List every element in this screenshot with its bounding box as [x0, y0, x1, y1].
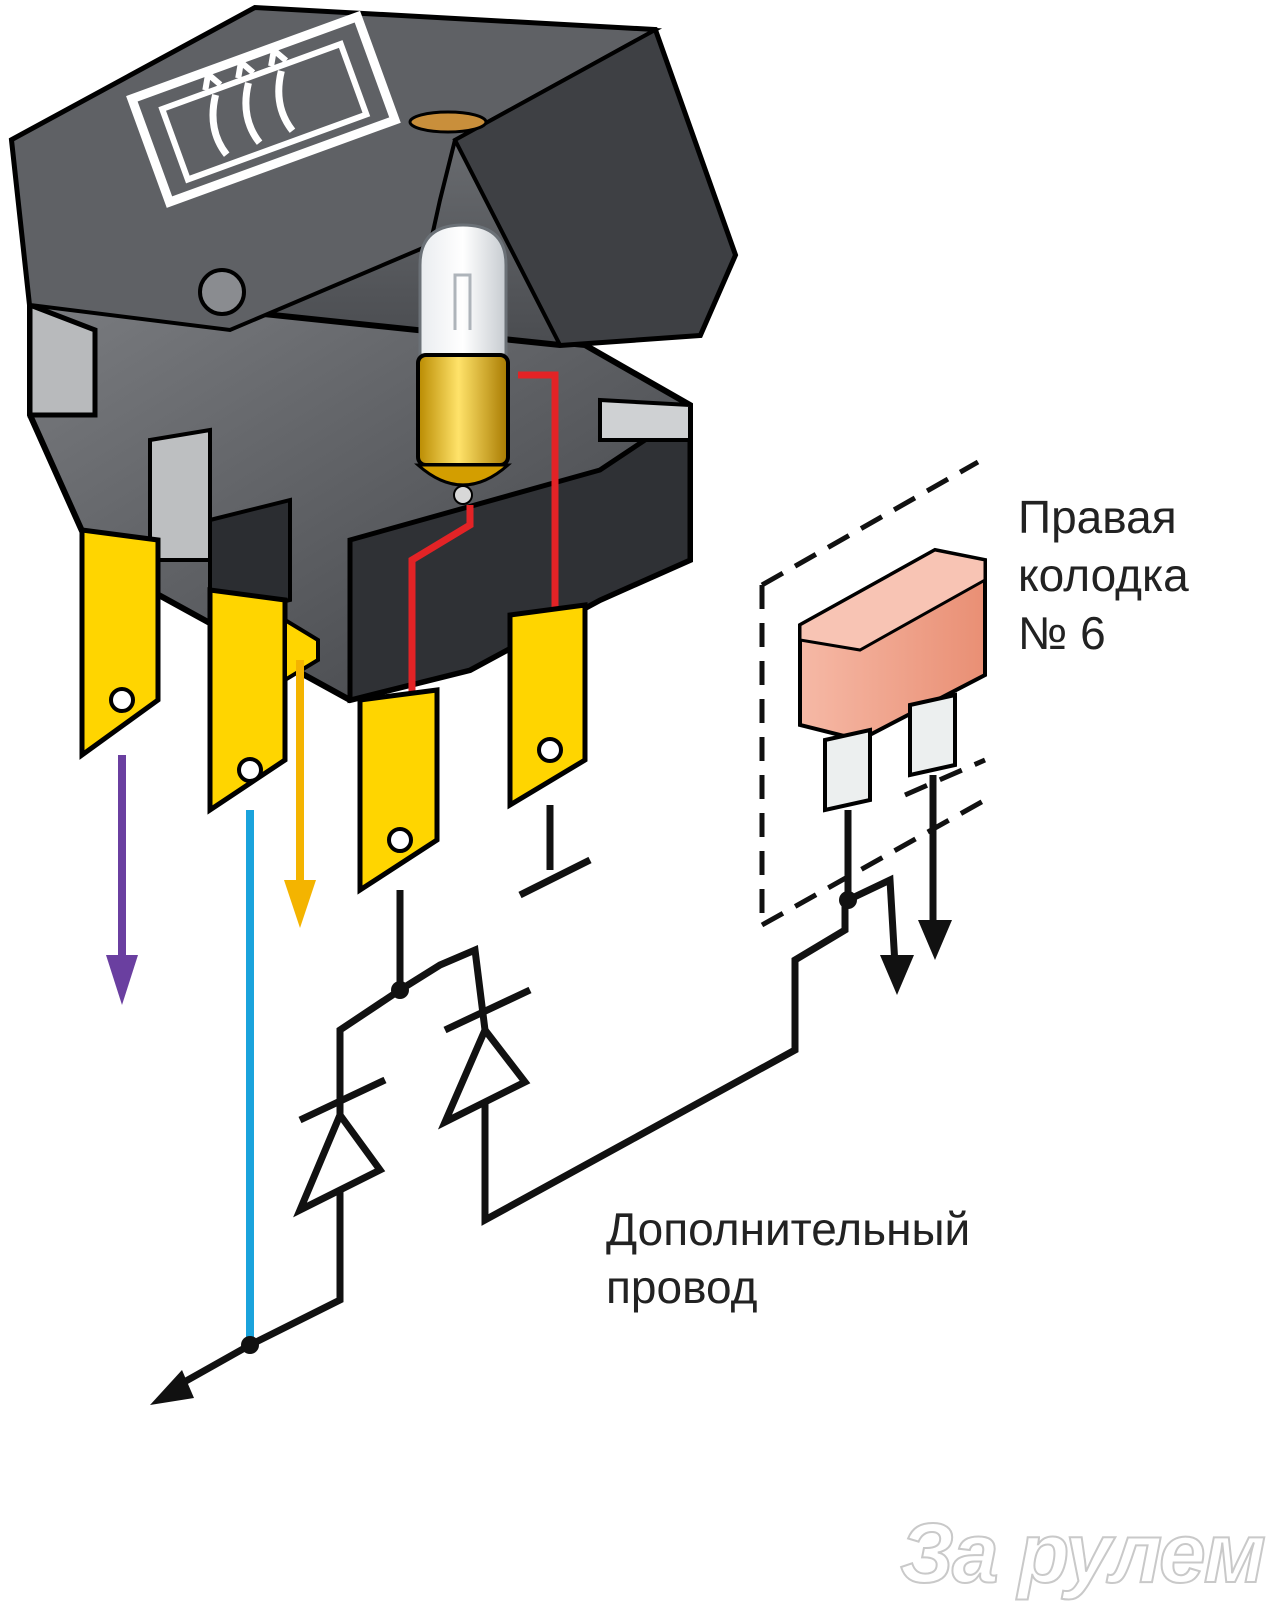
rocker-pivot	[198, 268, 246, 316]
terminal-wires	[106, 660, 592, 1350]
extra-wire-label-line-1: Дополнительный	[606, 1203, 971, 1255]
extra-wire	[481, 900, 849, 1226]
wire-to-diode1	[336, 987, 402, 1115]
node-1	[391, 981, 409, 999]
fuse-blade-right	[908, 692, 957, 778]
diode-2	[437, 1023, 531, 1130]
lamp-wire-1	[408, 505, 474, 695]
terminal-2	[207, 587, 288, 815]
switch-flange-right	[598, 397, 692, 442]
extra-wire-label: Дополнительный провод	[606, 1200, 970, 1316]
fuse-left-to-arrow	[846, 874, 899, 966]
fuse-block-outline	[759, 459, 987, 928]
yellow-wire-arrow	[284, 880, 316, 928]
rear-window-heater-icon	[126, 10, 401, 208]
fuse-block-label-line-2: колодка	[1018, 549, 1189, 601]
switch-terminals	[79, 527, 588, 895]
watermark-logo: За рулем	[899, 1505, 1267, 1601]
rocker-front-bevel	[452, 27, 738, 348]
node-2	[839, 891, 857, 909]
rocker-switch	[8, 4, 739, 704]
diode-1	[293, 1107, 386, 1218]
diode-icon	[293, 1076, 387, 1218]
terminal-1	[79, 527, 161, 760]
fuse-block-label-line-1: Правая	[1018, 491, 1177, 543]
terminal-4	[507, 602, 588, 810]
wire-to-diode2	[398, 944, 489, 1031]
wire-diode1-down	[248, 1190, 344, 1349]
node-3	[241, 1336, 259, 1354]
fuse-top	[798, 548, 987, 652]
bulb-glass	[418, 223, 508, 357]
bulb-base	[416, 353, 510, 467]
fuse-blade-left	[823, 727, 872, 813]
rocker-indicator-window	[408, 110, 488, 134]
fuse-block-label: Правая колодка № 6	[1018, 488, 1189, 662]
circuit	[168, 775, 937, 1394]
switch-side-shadow	[347, 405, 693, 704]
ground-icon	[518, 856, 592, 899]
extra-wire-label-line-2: провод	[606, 1261, 758, 1313]
arrow-fuse-1	[880, 955, 914, 995]
fuse-block-label-line-3: № 6	[1018, 607, 1106, 659]
lamp-wire-2	[518, 371, 559, 610]
blade-fuse-icon	[759, 459, 987, 928]
bulb-icon	[414, 223, 512, 505]
terminal-3	[357, 687, 440, 895]
switch-ledge	[27, 301, 98, 418]
terminal-2-side	[283, 616, 320, 684]
switch-notch-2	[208, 497, 292, 623]
purple-wire-arrow	[106, 955, 138, 1005]
arrow-output	[150, 1370, 194, 1405]
arrow-fuse-2	[918, 920, 952, 960]
diode-icon	[437, 986, 532, 1130]
